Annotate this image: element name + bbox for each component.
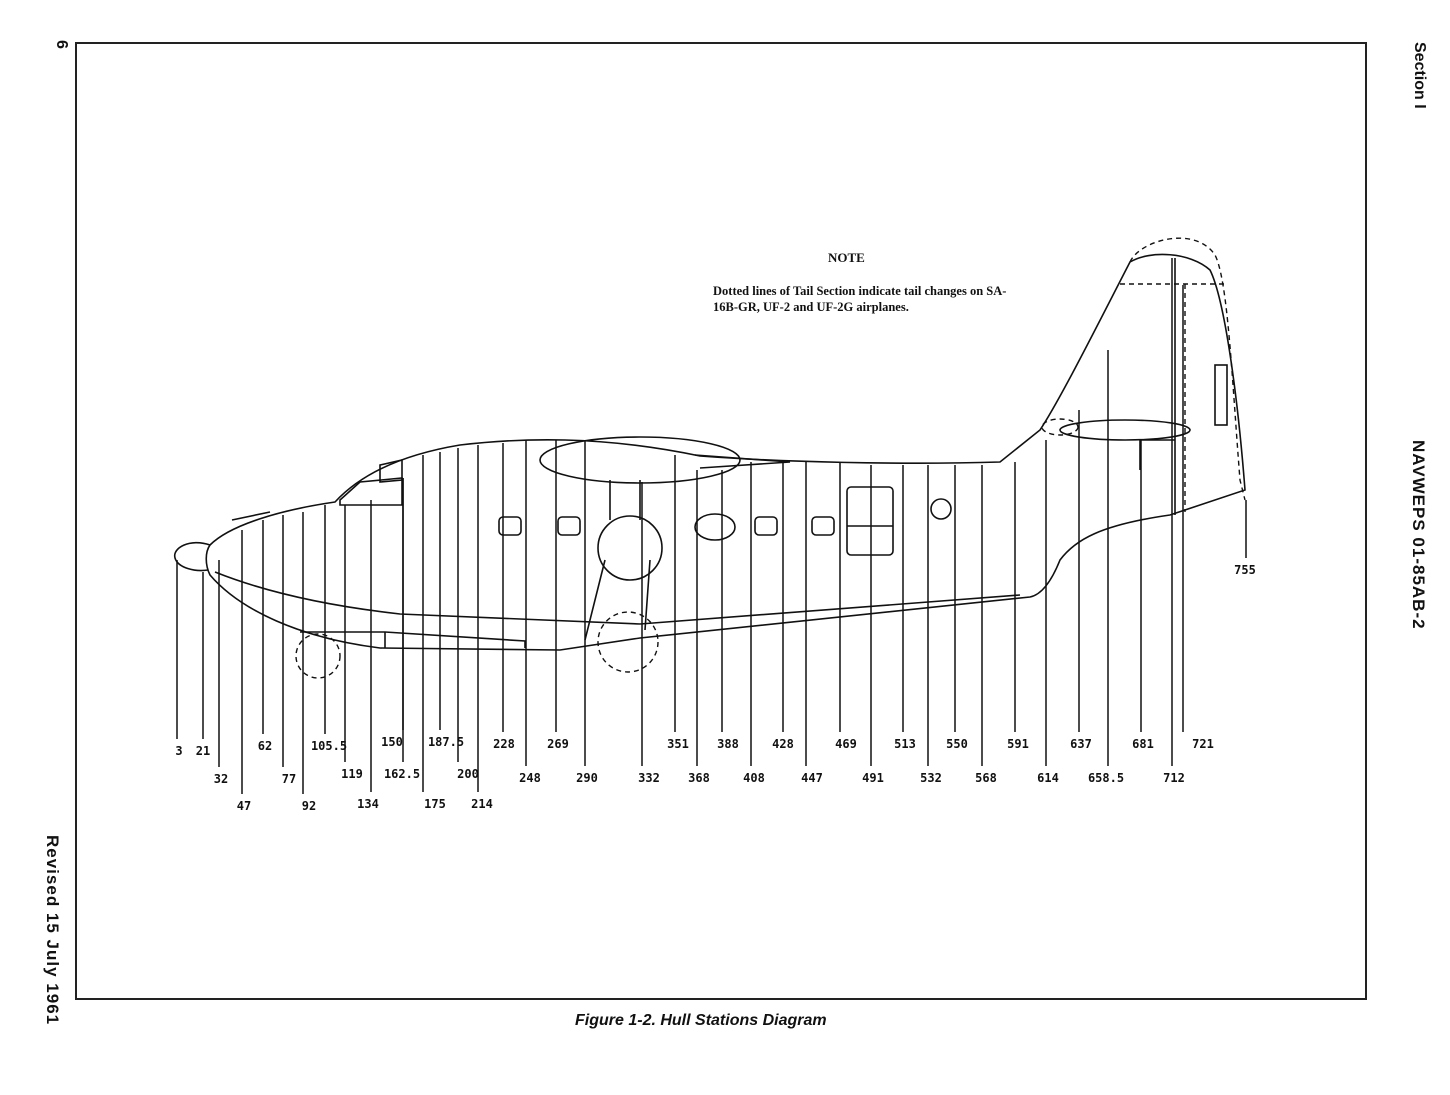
station-label: 755 bbox=[1234, 563, 1256, 577]
hull-outline bbox=[205, 253, 1246, 651]
station-label: 175 bbox=[424, 797, 446, 811]
station-label: 150 bbox=[381, 735, 403, 749]
porthole bbox=[694, 513, 736, 541]
station-label: 32 bbox=[214, 772, 228, 786]
station-label: 568 bbox=[975, 771, 997, 785]
station-label: 47 bbox=[237, 799, 251, 813]
station-label: 248 bbox=[519, 771, 541, 785]
station-label: 550 bbox=[946, 737, 968, 751]
station-label: 77 bbox=[282, 772, 296, 786]
cockpit-window bbox=[339, 477, 403, 506]
porthole bbox=[557, 516, 581, 536]
station-label: 62 bbox=[258, 739, 272, 753]
porthole bbox=[811, 516, 835, 536]
station-label: 721 bbox=[1192, 737, 1214, 751]
station-label: 712 bbox=[1163, 771, 1185, 785]
station-label: 269 bbox=[547, 737, 569, 751]
station-label: 187.5 bbox=[428, 735, 464, 749]
station-label: 92 bbox=[302, 799, 316, 813]
horizontal-stabilizer bbox=[1059, 419, 1191, 441]
station-label: 332 bbox=[638, 771, 660, 785]
wing-section bbox=[539, 436, 741, 484]
note-title: NOTE bbox=[828, 250, 865, 265]
alternate-tail-outline bbox=[1129, 237, 1246, 501]
station-label: 513 bbox=[894, 737, 916, 751]
rudder-tab bbox=[1214, 364, 1228, 426]
diagram-frame bbox=[75, 42, 1367, 1000]
station-label: 368 bbox=[688, 771, 710, 785]
landing-gear-strut bbox=[584, 480, 651, 641]
station-label: 408 bbox=[743, 771, 765, 785]
note-body: Dotted lines of Tail Section indicate ta… bbox=[713, 284, 1007, 314]
porthole bbox=[930, 498, 952, 520]
cabin-door bbox=[846, 486, 894, 556]
chine-line bbox=[214, 571, 641, 625]
station-label: 290 bbox=[576, 771, 598, 785]
station-label: 162.5 bbox=[384, 767, 420, 781]
station-label: 228 bbox=[493, 737, 515, 751]
station-label: 351 bbox=[667, 737, 689, 751]
station-label: 591 bbox=[1007, 737, 1029, 751]
station-label: 3 bbox=[175, 744, 182, 758]
station-label: 428 bbox=[772, 737, 794, 751]
station-label: 637 bbox=[1070, 737, 1092, 751]
porthole bbox=[498, 516, 522, 536]
station-label: 681 bbox=[1132, 737, 1154, 751]
figure-caption: Figure 1-2. Hull Stations Diagram bbox=[575, 1012, 827, 1029]
station-label: 134 bbox=[357, 797, 379, 811]
station-label: 469 bbox=[835, 737, 857, 751]
station-label: 491 bbox=[862, 771, 884, 785]
station-label: 21 bbox=[196, 744, 210, 758]
nose-radome bbox=[174, 541, 211, 572]
station-label: 658.5 bbox=[1088, 771, 1124, 785]
station-label: 614 bbox=[1037, 771, 1059, 785]
station-label: 388 bbox=[717, 737, 739, 751]
station-label: 214 bbox=[471, 797, 493, 811]
station-label: 200 bbox=[457, 767, 479, 781]
porthole bbox=[754, 516, 778, 536]
station-label: 105.5 bbox=[311, 739, 347, 753]
hull-detail-circle bbox=[295, 633, 341, 679]
station-label: 119 bbox=[341, 767, 363, 781]
station-label: 447 bbox=[801, 771, 823, 785]
station-label: 532 bbox=[920, 771, 942, 785]
step-line bbox=[300, 631, 526, 648]
